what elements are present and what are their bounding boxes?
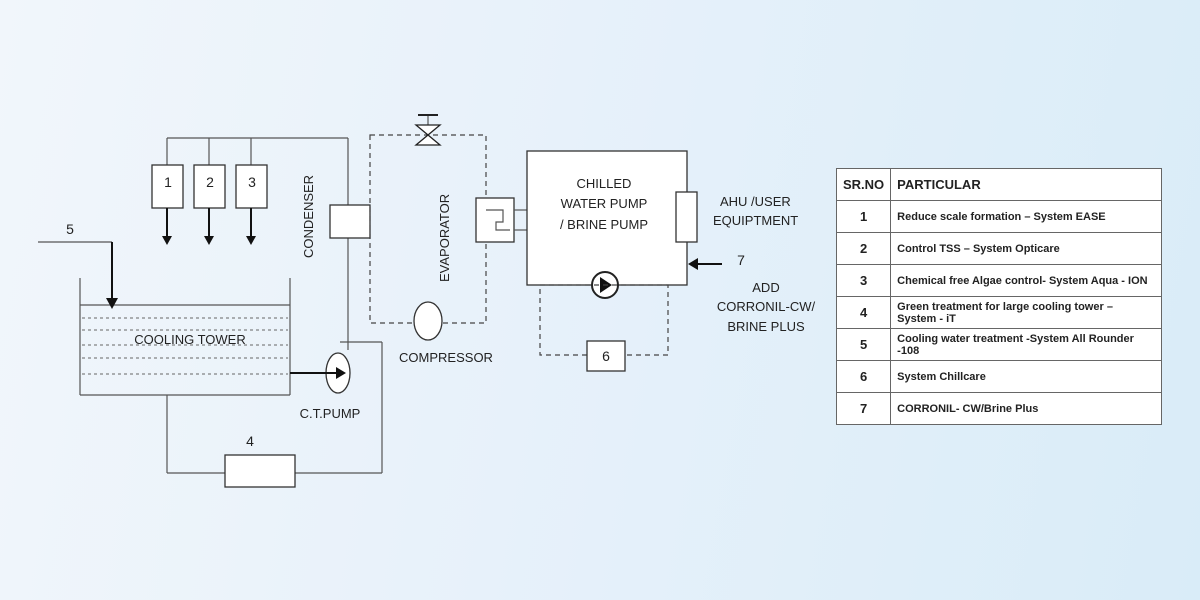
row-particular: CORRONIL- CW/Brine Plus	[890, 392, 1162, 425]
row-particular: Control TSS – System Opticare	[890, 232, 1162, 265]
dosing-label-3: 3	[248, 174, 256, 190]
row-particular: Reduce scale formation – System EASE	[890, 200, 1162, 233]
row-particular: Cooling water treatment -System All Roun…	[890, 328, 1162, 361]
marker-4-label: 4	[246, 433, 254, 449]
chilled-pump-label-line1: CHILLED	[577, 176, 632, 191]
row-sr: 3	[835, 264, 892, 297]
marker-6-label: 6	[602, 348, 610, 364]
marker-7-label: 7	[737, 252, 745, 268]
treatment-box-4	[224, 454, 296, 488]
chilled-pump-label-line3: / BRINE PUMP	[560, 217, 648, 232]
chilled-water-pump-box: CHILLED WATER PUMP / BRINE PUMP	[526, 150, 688, 299]
evaporator: EVAPORATOR	[437, 194, 527, 282]
dosing-label-1: 1	[164, 174, 172, 190]
add-label-line2: CORRONIL-CW/	[717, 299, 816, 314]
refrigerant-loop	[369, 134, 487, 324]
header-sr-no: SR.NO	[835, 168, 892, 201]
header-particular: PARTICULAR	[890, 168, 1162, 201]
ct-pump: C.T.PUMP	[290, 352, 361, 421]
row-sr: 2	[835, 232, 892, 265]
dosing-box-1	[151, 164, 184, 209]
condenser-loop: 4	[166, 138, 383, 488]
cooling-tower-label: COOLING TOWER	[134, 332, 245, 347]
row-sr: 6	[835, 360, 892, 393]
chilled-pump-label-line2: WATER PUMP	[561, 196, 648, 211]
condenser: CONDENSER	[301, 175, 371, 258]
ahu-equipment: AHU /USER EQUIPTMENT	[675, 191, 798, 243]
compressor: COMPRESSOR	[399, 301, 493, 365]
evaporator-label: EVAPORATOR	[437, 194, 452, 282]
ahu-label-line1: AHU /USER	[720, 194, 791, 209]
row-sr: 7	[835, 392, 892, 425]
marker-7-feed: 7 ADD CORRONIL-CW/ BRINE PLUS	[688, 252, 815, 334]
marker-5-feed: 5	[38, 221, 118, 309]
expansion-valve-icon	[414, 114, 442, 146]
condenser-label: CONDENSER	[301, 175, 316, 258]
ct-pump-label: C.T.PUMP	[300, 406, 361, 421]
dosing-box-3	[235, 164, 268, 209]
row-sr: 4	[835, 296, 892, 329]
add-label-line3: BRINE PLUS	[727, 319, 805, 334]
compressor-label: COMPRESSOR	[399, 350, 493, 365]
marker-5-label: 5	[66, 221, 74, 237]
row-particular: Chemical free Algae control- System Aqua…	[890, 264, 1162, 297]
dosing-units: 1 2 3	[151, 137, 348, 245]
add-label-line1: ADD	[752, 280, 779, 295]
row-sr: 5	[835, 328, 892, 361]
row-sr: 1	[835, 200, 892, 233]
chillcare-loop: 6	[539, 284, 669, 372]
cooling-tower: COOLING TOWER	[79, 278, 291, 396]
row-particular: Green treatment for large cooling tower …	[890, 296, 1162, 329]
dosing-label-2: 2	[206, 174, 214, 190]
table-header-row: SR.NO PARTICULAR	[835, 168, 1162, 201]
row-particular: System Chillcare	[890, 360, 1162, 393]
treatment-box-6	[586, 340, 626, 372]
ahu-label-line2: EQUIPTMENT	[713, 213, 798, 228]
